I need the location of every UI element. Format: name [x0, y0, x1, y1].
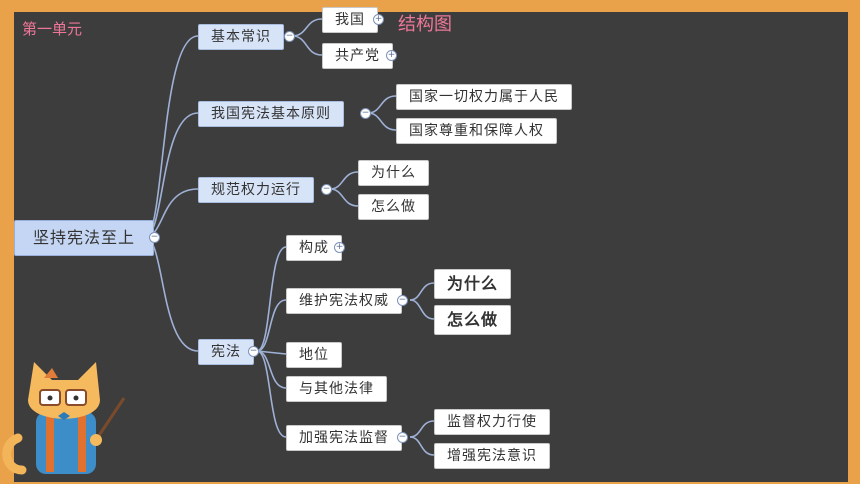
node-status[interactable]: 地位 [286, 342, 342, 368]
node-constitution-awareness[interactable]: 增强宪法意识 [434, 443, 550, 469]
collapse-icon[interactable]: − [360, 108, 371, 119]
expand-icon[interactable]: + [373, 14, 384, 25]
node-human-rights[interactable]: 国家尊重和保障人权 [396, 118, 557, 144]
node-why[interactable]: 为什么 [358, 160, 429, 186]
node-safeguard-authority[interactable]: 维护宪法权威 [286, 288, 402, 314]
collapse-icon[interactable]: − [397, 295, 408, 306]
node-safeguard-why[interactable]: 为什么 [434, 269, 512, 299]
node-label: 为什么 [447, 274, 499, 293]
collapse-icon[interactable]: − [149, 232, 160, 243]
node-label: 宪法 [211, 344, 241, 360]
collapse-icon[interactable]: − [321, 184, 332, 195]
node-label: 基本常识 [211, 29, 271, 45]
node-label: 地位 [299, 347, 329, 363]
node-label: 为什么 [371, 165, 416, 181]
node-label: 国家尊重和保障人权 [409, 123, 544, 139]
node-constitution[interactable]: 宪法 [198, 339, 254, 365]
node-regulate-power[interactable]: 规范权力运行 [198, 177, 314, 203]
root-node-label: 坚持宪法至上 [33, 228, 136, 247]
node-label: 加强宪法监督 [299, 430, 389, 446]
node-label: 与其他法律 [299, 381, 374, 397]
node-china[interactable]: 我国 [322, 7, 378, 33]
node-basic-knowledge[interactable]: 基本常识 [198, 24, 284, 50]
expand-icon[interactable]: + [386, 50, 397, 61]
node-supervision[interactable]: 加强宪法监督 [286, 425, 402, 451]
node-label: 怎么做 [371, 199, 416, 215]
node-label: 国家一切权力属于人民 [409, 89, 559, 105]
node-label: 我国 [335, 12, 365, 28]
page-title: 结构图 [398, 14, 452, 35]
node-other-laws[interactable]: 与其他法律 [286, 376, 387, 402]
cat-icon [2, 362, 126, 475]
collapse-icon[interactable]: − [248, 346, 259, 357]
node-label: 规范权力运行 [211, 182, 301, 198]
node-composition[interactable]: 构成 [286, 235, 342, 261]
node-principles[interactable]: 我国宪法基本原则 [198, 101, 344, 127]
node-how[interactable]: 怎么做 [358, 194, 429, 220]
node-label: 构成 [299, 240, 329, 256]
node-label: 维护宪法权威 [299, 293, 389, 309]
node-label: 监督权力行使 [447, 414, 537, 430]
collapse-icon[interactable]: − [284, 31, 295, 42]
expand-icon[interactable]: + [334, 242, 345, 253]
node-supervise-power[interactable]: 监督权力行使 [434, 409, 550, 435]
node-label: 我国宪法基本原则 [211, 106, 331, 122]
node-safeguard-how[interactable]: 怎么做 [434, 305, 512, 335]
unit-label: 第一单元 [22, 20, 83, 38]
node-power-to-people[interactable]: 国家一切权力属于人民 [396, 84, 572, 110]
node-label: 怎么做 [447, 310, 499, 329]
collapse-icon[interactable]: − [397, 432, 408, 443]
node-label: 共产党 [335, 48, 380, 64]
node-label: 增强宪法意识 [447, 448, 537, 464]
